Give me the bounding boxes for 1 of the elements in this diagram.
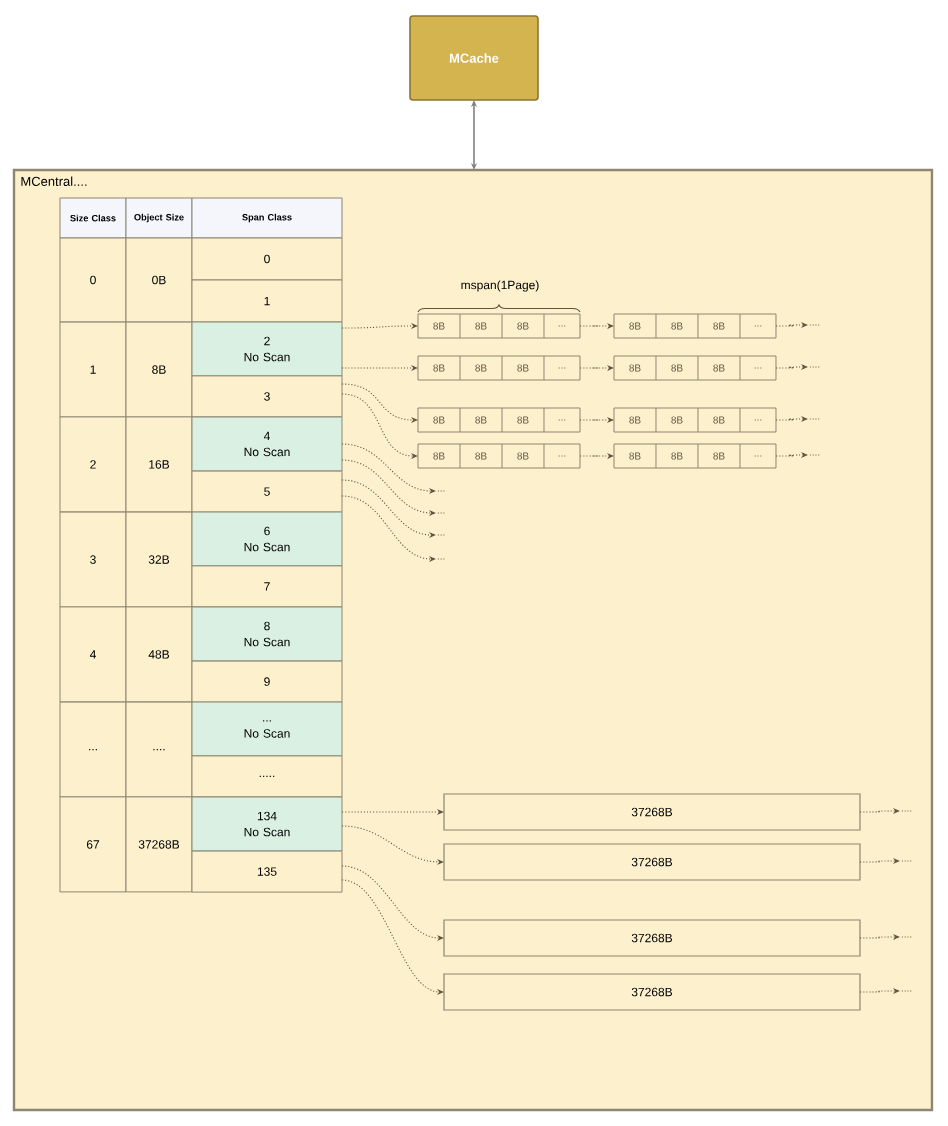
double-arrow: [470, 100, 478, 170]
